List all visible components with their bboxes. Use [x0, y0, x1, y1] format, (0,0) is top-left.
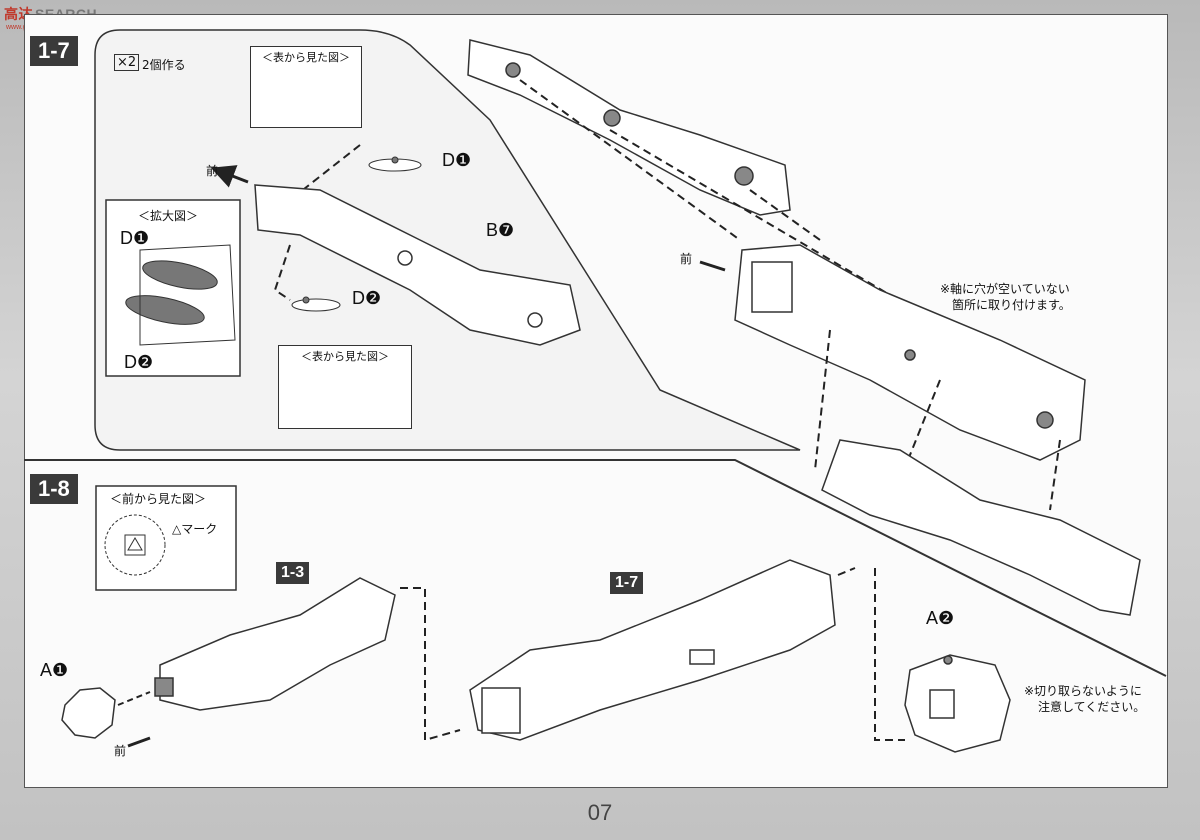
assembly-guide-middle	[814, 329, 1061, 511]
part-d2-shape	[291, 296, 341, 312]
front-label-1-8: 前	[114, 744, 127, 758]
quantity-text: 2個作る	[142, 58, 186, 72]
front-view-callout-top: ＜表から見た図＞	[250, 46, 362, 128]
front-view-callout-bottom: ＜表から見た図＞	[278, 345, 412, 429]
part-d1-shape	[368, 156, 422, 172]
front-label-right: 前	[680, 252, 693, 266]
note-cut-line-1: ※切り取らないように	[1024, 684, 1142, 698]
shell-lower-right-shape	[821, 439, 1141, 616]
assembly-guide-1-7	[273, 144, 361, 301]
triangle-mark-label: △マーク	[172, 522, 218, 536]
part-a1-shape	[61, 687, 116, 739]
zoom-part-d1-label: D❶	[120, 228, 150, 248]
guide-1-7-to-a2	[837, 567, 905, 741]
note-shaft-line-2: 箇所に取り付けます。	[952, 298, 1071, 312]
front-view-gear	[104, 514, 166, 576]
assembly-1-7-shape	[469, 559, 836, 741]
step-number-1-8: 1-8	[30, 474, 78, 504]
page-number: 07	[587, 800, 613, 825]
step-divider	[24, 459, 1167, 677]
front-arrow-lower	[127, 736, 151, 748]
frame-b7-shape	[254, 184, 581, 346]
zoom-detail-box	[105, 199, 241, 377]
part-a1-label: A❶	[40, 660, 69, 680]
note-shaft-line-1: ※軸に穴が空いていない	[940, 282, 1070, 296]
front-label-inset: 前	[206, 164, 219, 178]
zoom-part-d2-label: D❷	[124, 352, 154, 372]
zoom-detail-parts	[125, 244, 236, 346]
zoom-title: ＜拡大図＞	[138, 209, 199, 223]
part-d1-label: D❶	[442, 150, 472, 170]
part-d2-label: D❷	[352, 288, 382, 308]
frame-top-right-shape	[467, 39, 791, 216]
part-a2-label: A❷	[926, 608, 955, 628]
frame-middle-right-shape	[734, 244, 1086, 461]
guide-a1	[117, 691, 151, 706]
zoom-panel-outline	[94, 29, 801, 451]
front-arrow-right	[699, 260, 726, 272]
reference-1-7: 1-7	[610, 572, 644, 594]
assembly-guide-top	[519, 79, 891, 296]
quantity-badge: ×2	[114, 54, 140, 71]
part-a2-shape	[904, 654, 1011, 753]
part-b7-label: B❼	[486, 220, 515, 240]
reference-1-3: 1-3	[276, 562, 310, 584]
front-view-title-bottom: ＜表から見た図＞	[301, 350, 389, 363]
note-cut-line-2: 注意してください。	[1038, 700, 1146, 714]
front-arrow-inset	[210, 165, 249, 188]
step-number-1-7: 1-7	[30, 36, 78, 66]
front-view-title-1-8: ＜前から見た図＞	[110, 492, 207, 506]
assembly-1-3-shape	[154, 577, 396, 711]
front-view-title-top: ＜表から見た図＞	[262, 51, 350, 64]
guide-1-3-to-1-7	[400, 587, 461, 742]
